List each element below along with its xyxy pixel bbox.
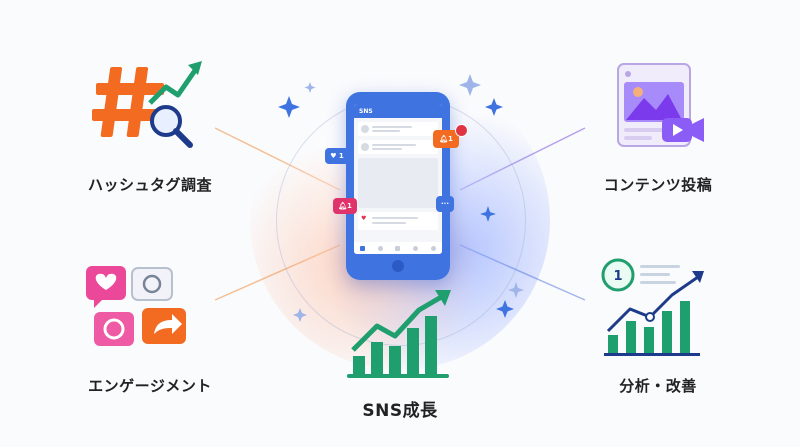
sparkle-icon [293, 308, 307, 322]
hashtag-label: ハッシュタグ調査 [87, 176, 212, 194]
content-post-icon [617, 63, 704, 147]
hashtag-icon [92, 61, 202, 148]
sparkle-icon [485, 98, 503, 116]
bell-notification-top: 🔔︎1 [433, 130, 459, 148]
like-count: 1 [338, 152, 344, 160]
phone-header: SNS [354, 104, 442, 118]
feed-card [358, 122, 438, 136]
search-icon [377, 245, 383, 251]
heart-icon: ♥ [361, 215, 367, 222]
svg-text:1: 1 [613, 269, 622, 284]
profile-icon [430, 245, 436, 251]
alert-dot [455, 124, 468, 137]
analysis-label: 分析・改善 [619, 377, 697, 395]
sparkle-icon [480, 206, 496, 222]
growth-chart-icon [347, 290, 451, 378]
heart-icon [413, 245, 419, 251]
home-icon [360, 245, 366, 251]
phone-title: SNS [359, 107, 373, 115]
engagement-icon [86, 266, 186, 346]
sparkle-icon [304, 82, 316, 93]
sparkle-icon [459, 74, 481, 96]
like-notification: ♥ 1 [325, 148, 349, 164]
bell-notification: 🔔︎1 [333, 198, 357, 214]
phone-screen: SNS ♥ [354, 104, 442, 254]
analysis-chart-icon: 1 [601, 258, 704, 356]
sparkle-icon [496, 300, 514, 318]
smartphone: SNS ♥ [346, 92, 450, 280]
bell-count: 1 [347, 202, 352, 210]
sparkle-icon [508, 282, 524, 298]
home-button [392, 260, 404, 272]
sparkle-icon [278, 96, 300, 118]
phone-tabbar [354, 242, 442, 254]
add-icon [395, 245, 401, 251]
feed-image [358, 158, 438, 208]
bell-count-top: 1 [448, 135, 453, 143]
feed-card: ♥ [358, 212, 438, 230]
comment-notification: ··· [436, 196, 454, 212]
feed-card [358, 140, 438, 154]
engagement-label: エンゲージメント [88, 377, 212, 395]
content-label: コンテンツ投稿 [603, 176, 713, 194]
center-label: SNS成長 [362, 401, 438, 421]
